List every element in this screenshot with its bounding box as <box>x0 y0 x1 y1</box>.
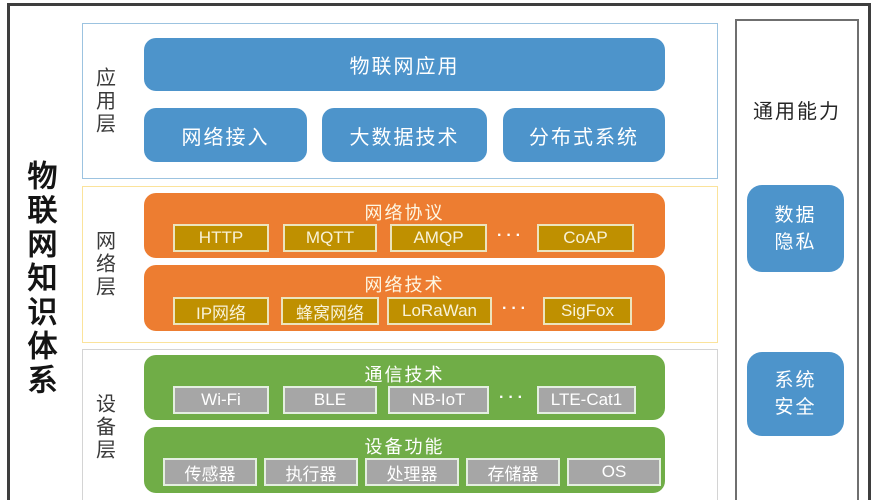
pill-lorawan: LoRaWan <box>387 297 492 325</box>
network-tech-ellipsis: ··· <box>502 300 530 317</box>
diagram-frame <box>7 3 871 500</box>
pill-actuator: 执行器 <box>264 458 358 486</box>
section-device-layer: 设备层 通信技术 Wi-Fi BLE NB-IoT ··· LTE-Cat1 设… <box>82 349 718 500</box>
pill-wifi: Wi-Fi <box>173 386 269 414</box>
pill-http: HTTP <box>173 224 269 252</box>
pill-os: OS <box>567 458 661 486</box>
device-function-group: 设备功能 传感器 执行器 处理器 存储器 OS <box>144 427 665 493</box>
pill-sensor: 传感器 <box>163 458 257 486</box>
distributed-system-box: 分布式系统 <box>503 108 665 162</box>
pill-coap: CoAP <box>537 224 634 252</box>
network-access-box: 网络接入 <box>144 108 307 162</box>
pill-ip-network: IP网络 <box>173 297 269 325</box>
pill-processor: 处理器 <box>365 458 459 486</box>
pill-nbiot: NB-IoT <box>388 386 489 414</box>
diagram-title: 物联网知识体系 <box>22 160 56 398</box>
application-layer-label: 应用层 <box>92 66 115 136</box>
network-technology-group: 网络技术 IP网络 蜂窝网络 LoRaWan ··· SigFox <box>144 265 665 331</box>
section-application-layer: 应用层 物联网应用 网络接入 大数据技术 分布式系统 <box>82 23 718 179</box>
comm-tech-ellipsis: ··· <box>499 389 527 406</box>
device-function-title: 设备功能 <box>364 437 445 457</box>
pill-lte-cat1: LTE-Cat1 <box>537 386 636 414</box>
big-data-box: 大数据技术 <box>322 108 487 162</box>
pill-amqp: AMQP <box>390 224 487 252</box>
communication-technology-group: 通信技术 Wi-Fi BLE NB-IoT ··· LTE-Cat1 <box>144 355 665 420</box>
pill-sigfox: SigFox <box>543 297 632 325</box>
iot-application-box: 物联网应用 <box>144 38 665 91</box>
data-privacy-box: 数据 隐私 <box>747 185 844 272</box>
network-layer-label: 网络层 <box>92 230 115 299</box>
communication-technology-title: 通信技术 <box>364 365 445 385</box>
protocol-ellipsis: ··· <box>497 227 525 244</box>
general-capability-panel: 通用能力 数据 隐私 系统 安全 <box>735 19 859 500</box>
pill-cellular-network: 蜂窝网络 <box>281 297 379 325</box>
device-layer-label: 设备层 <box>92 393 115 462</box>
pill-memory: 存储器 <box>466 458 560 486</box>
network-protocol-group: 网络协议 HTTP MQTT AMQP ··· CoAP <box>144 193 665 258</box>
network-protocol-title: 网络协议 <box>364 203 445 223</box>
section-network-layer: 网络层 网络协议 HTTP MQTT AMQP ··· CoAP 网络技术 IP… <box>82 186 718 343</box>
system-security-box: 系统 安全 <box>747 352 844 436</box>
network-technology-title: 网络技术 <box>364 275 445 295</box>
general-capability-title: 通用能力 <box>753 101 841 123</box>
pill-mqtt: MQTT <box>283 224 377 252</box>
pill-ble: BLE <box>283 386 377 414</box>
